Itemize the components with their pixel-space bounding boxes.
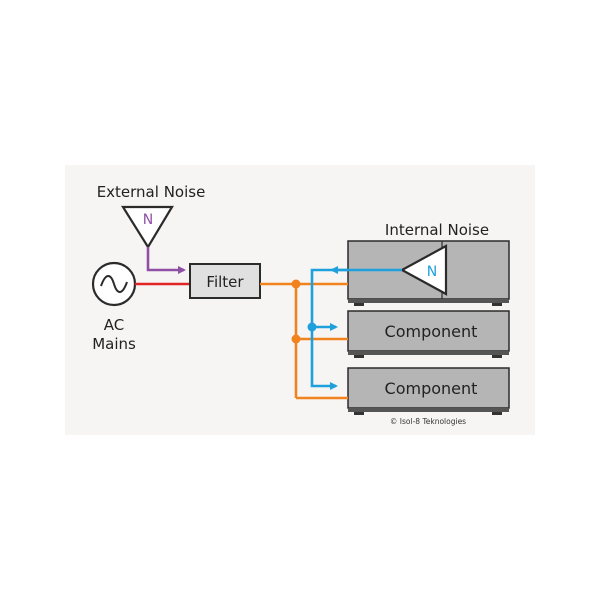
component-chassis-1	[347, 310, 510, 358]
power-junction-1	[291, 279, 301, 289]
noise-source-icon: N	[121, 205, 174, 250]
power-junction-2	[291, 334, 301, 344]
ac-label-line1: AC	[104, 316, 124, 334]
internal-noise-label: Internal Noise	[385, 221, 489, 239]
internal-noise-symbol: N	[427, 264, 437, 280]
external-noise-line	[146, 247, 186, 274]
external-noise-symbol: N	[143, 212, 153, 228]
component-chassis-2	[347, 367, 510, 415]
external-noise-label: External Noise	[97, 183, 206, 201]
filter-box	[189, 263, 261, 299]
filter-label: Filter	[206, 273, 244, 291]
ac-label-line2: Mains	[92, 335, 136, 353]
copyright-notice: © Isol-8 Teknologies	[390, 417, 466, 426]
noise-junction	[307, 322, 317, 332]
component-2-label: Component	[385, 379, 478, 398]
internal-noise-source-icon: N	[399, 244, 448, 296]
component-1-label: Component	[385, 322, 478, 341]
ac-source-icon	[91, 261, 137, 307]
